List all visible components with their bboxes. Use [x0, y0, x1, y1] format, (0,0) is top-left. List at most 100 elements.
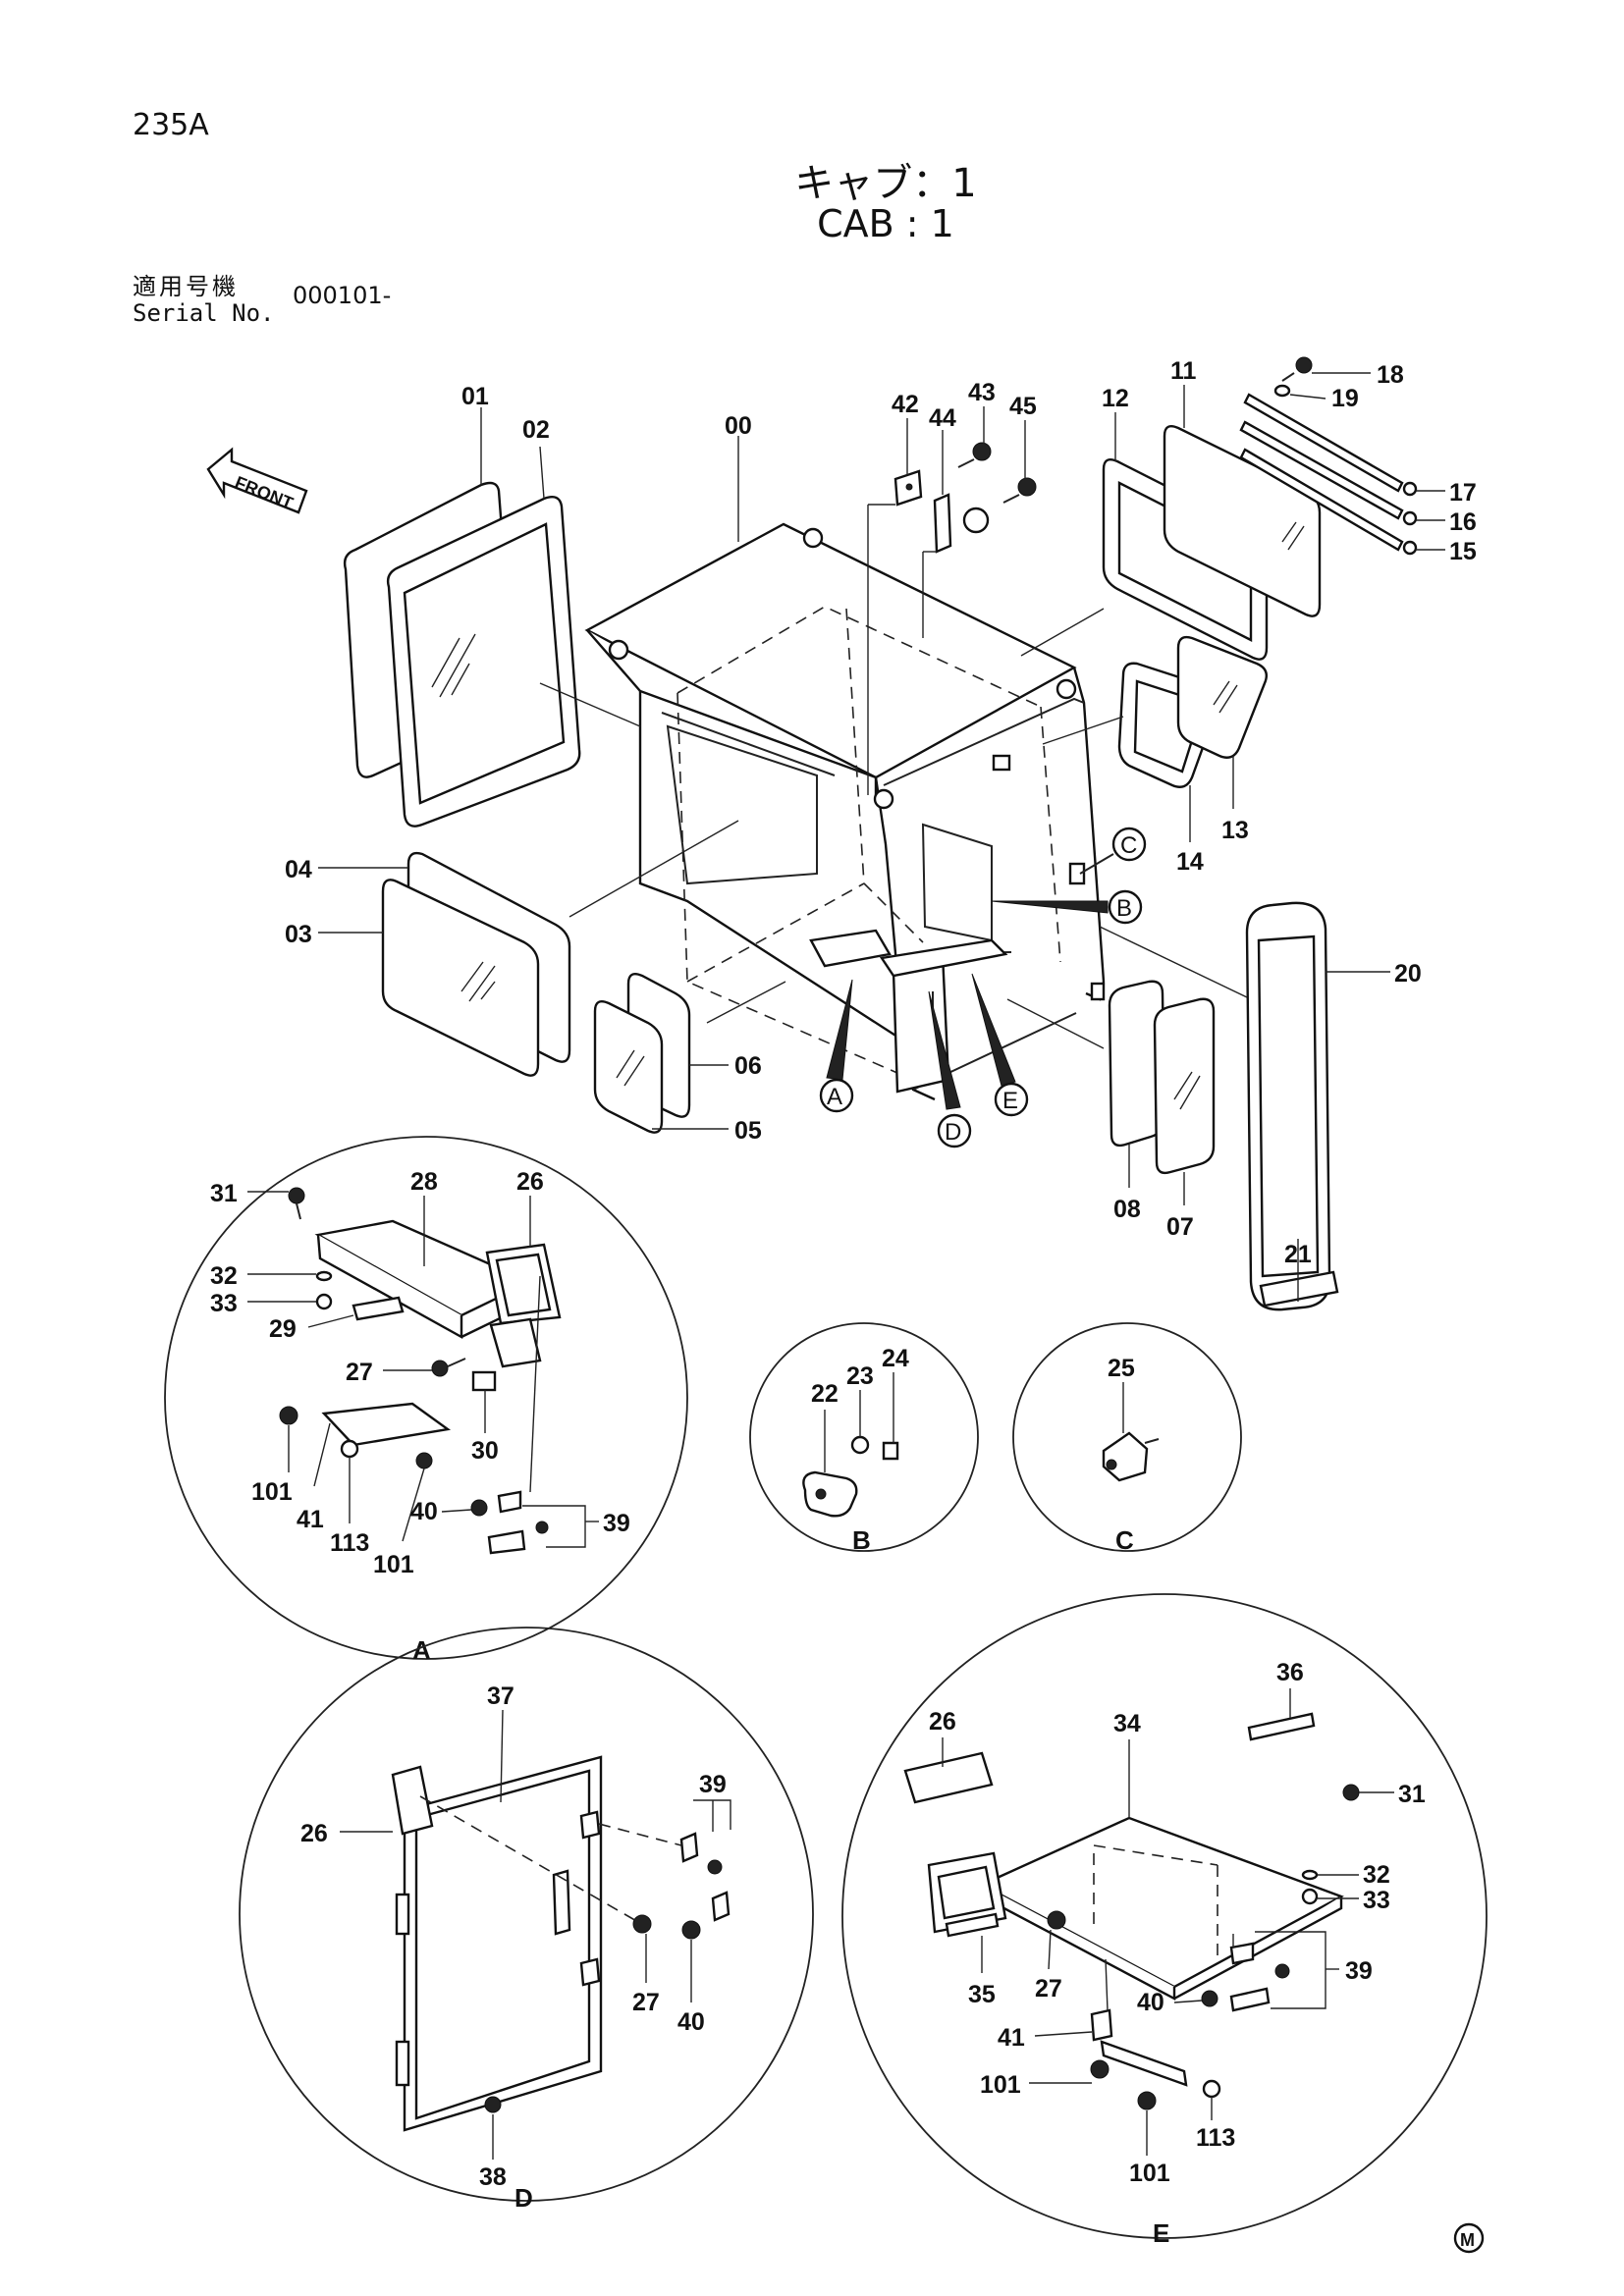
- serial-label-jp: 適用号機: [133, 273, 239, 300]
- A-label-40: 40: [410, 1498, 438, 1525]
- detail-E-label: E: [1153, 2218, 1169, 2248]
- strip-21: [1259, 1270, 1339, 1308]
- glass-13: [1176, 635, 1268, 759]
- E-label-36: 36: [1276, 1659, 1304, 1686]
- E-label-26: 26: [929, 1708, 956, 1735]
- part-label-44: 44: [929, 404, 956, 432]
- part-label-03: 03: [285, 921, 312, 948]
- detail-A: A 31 28 26 32: [164, 1136, 688, 1665]
- part-label-12: 12: [1102, 385, 1129, 412]
- seal-02: [386, 496, 581, 828]
- E-label-27: 27: [1035, 1975, 1062, 2002]
- part-label-05: 05: [734, 1117, 762, 1145]
- detail-D-label: D: [514, 2183, 533, 2213]
- part-label-08: 08: [1113, 1196, 1141, 1223]
- D-label-27: 27: [632, 1989, 660, 2016]
- glass-03: [381, 879, 540, 1077]
- part-label-00: 00: [725, 412, 752, 440]
- washer-19: [1273, 384, 1291, 398]
- A-label-28: 28: [410, 1168, 438, 1196]
- bracket-44: [933, 493, 990, 554]
- rails-15-17: [1239, 393, 1418, 556]
- D-label-26: 26: [300, 1820, 328, 1847]
- glass-07: [1153, 997, 1216, 1175]
- A-label-30: 30: [471, 1437, 499, 1465]
- detail-B: B 22 23 24: [749, 1322, 979, 1555]
- part-label-13: 13: [1221, 817, 1249, 844]
- A-label-41: 41: [297, 1506, 324, 1533]
- B-label-24: 24: [882, 1345, 909, 1372]
- bolt-18: [1281, 356, 1313, 382]
- part-label-20: 20: [1394, 960, 1422, 988]
- E-label-32: 32: [1363, 1861, 1390, 1889]
- detail-C: C 25: [1012, 1322, 1242, 1555]
- part-label-04: 04: [285, 856, 312, 883]
- part-label-42: 42: [892, 391, 919, 418]
- A-label-101a: 101: [251, 1478, 293, 1506]
- page-id: 235A: [133, 108, 209, 142]
- D-label-37: 37: [487, 1682, 514, 1710]
- B-label-23: 23: [846, 1362, 874, 1390]
- part-label-19: 19: [1331, 385, 1359, 412]
- callout-C: C: [1079, 827, 1147, 875]
- part-label-15: 15: [1449, 538, 1477, 565]
- detail-A-label: A: [412, 1635, 431, 1665]
- A-label-113: 113: [330, 1529, 369, 1557]
- part-label-02: 02: [522, 416, 550, 444]
- E-label-113: 113: [1196, 2124, 1235, 2152]
- A-label-33: 33: [210, 1290, 238, 1317]
- E-label-31: 31: [1398, 1781, 1426, 1808]
- svg-text:D: D: [945, 1119, 961, 1146]
- detail-C-label: C: [1115, 1525, 1134, 1555]
- page-title-en: CAB : 1: [817, 202, 954, 245]
- callout-D: D: [928, 990, 972, 1148]
- detail-D: D 37 39 26 27 40 38: [239, 1627, 814, 2213]
- part-label-18: 18: [1377, 361, 1404, 389]
- serial-label-en: Serial No.: [133, 299, 275, 327]
- svg-text:C: C: [1120, 832, 1137, 859]
- svg-text:A: A: [827, 1084, 842, 1110]
- bracket-42: [893, 469, 923, 507]
- part-label-14: 14: [1176, 848, 1204, 876]
- E-label-101a: 101: [980, 2071, 1021, 2099]
- detail-E: E 34 36 26 31 32: [841, 1593, 1488, 2248]
- D-label-39: 39: [699, 1771, 727, 1798]
- page-title-jp: キャブ：1: [794, 161, 977, 206]
- A-label-32: 32: [210, 1262, 238, 1290]
- part-label-07: 07: [1166, 1213, 1194, 1241]
- part-label-17: 17: [1449, 479, 1477, 507]
- E-label-101b: 101: [1129, 2160, 1170, 2187]
- C-label-25: 25: [1108, 1355, 1135, 1382]
- E-label-35: 35: [968, 1981, 996, 2008]
- callout-B: B: [991, 889, 1143, 925]
- B-label-22: 22: [811, 1380, 839, 1408]
- manufacturer-mark: M: [1453, 2222, 1485, 2254]
- svg-text:M: M: [1460, 2230, 1475, 2250]
- seal-12: [1102, 458, 1269, 661]
- A-label-29: 29: [269, 1315, 297, 1343]
- part-label-01: 01: [461, 383, 489, 410]
- E-label-33: 33: [1363, 1887, 1390, 1914]
- A-label-31: 31: [210, 1180, 238, 1207]
- E-label-39: 39: [1345, 1957, 1373, 1985]
- part-label-11: 11: [1170, 357, 1197, 385]
- bolt-45: [1002, 477, 1037, 504]
- callout-E: E: [971, 973, 1029, 1117]
- part-label-06: 06: [734, 1052, 762, 1080]
- A-label-101b: 101: [373, 1551, 414, 1578]
- front-arrow: FRONT: [206, 447, 308, 514]
- E-label-41: 41: [998, 2024, 1025, 2052]
- svg-text:B: B: [1116, 895, 1132, 922]
- E-label-34: 34: [1113, 1710, 1141, 1737]
- glass-05: [593, 1000, 664, 1134]
- detail-B-label: B: [852, 1525, 871, 1555]
- E-label-40: 40: [1137, 1989, 1164, 2016]
- svg-text:E: E: [1002, 1088, 1018, 1114]
- A-label-26: 26: [516, 1168, 544, 1196]
- part-label-43: 43: [968, 379, 996, 406]
- bolt-43: [957, 442, 992, 468]
- part-label-45: 45: [1009, 393, 1037, 420]
- D-label-38: 38: [479, 2163, 507, 2191]
- part-label-16: 16: [1449, 508, 1477, 536]
